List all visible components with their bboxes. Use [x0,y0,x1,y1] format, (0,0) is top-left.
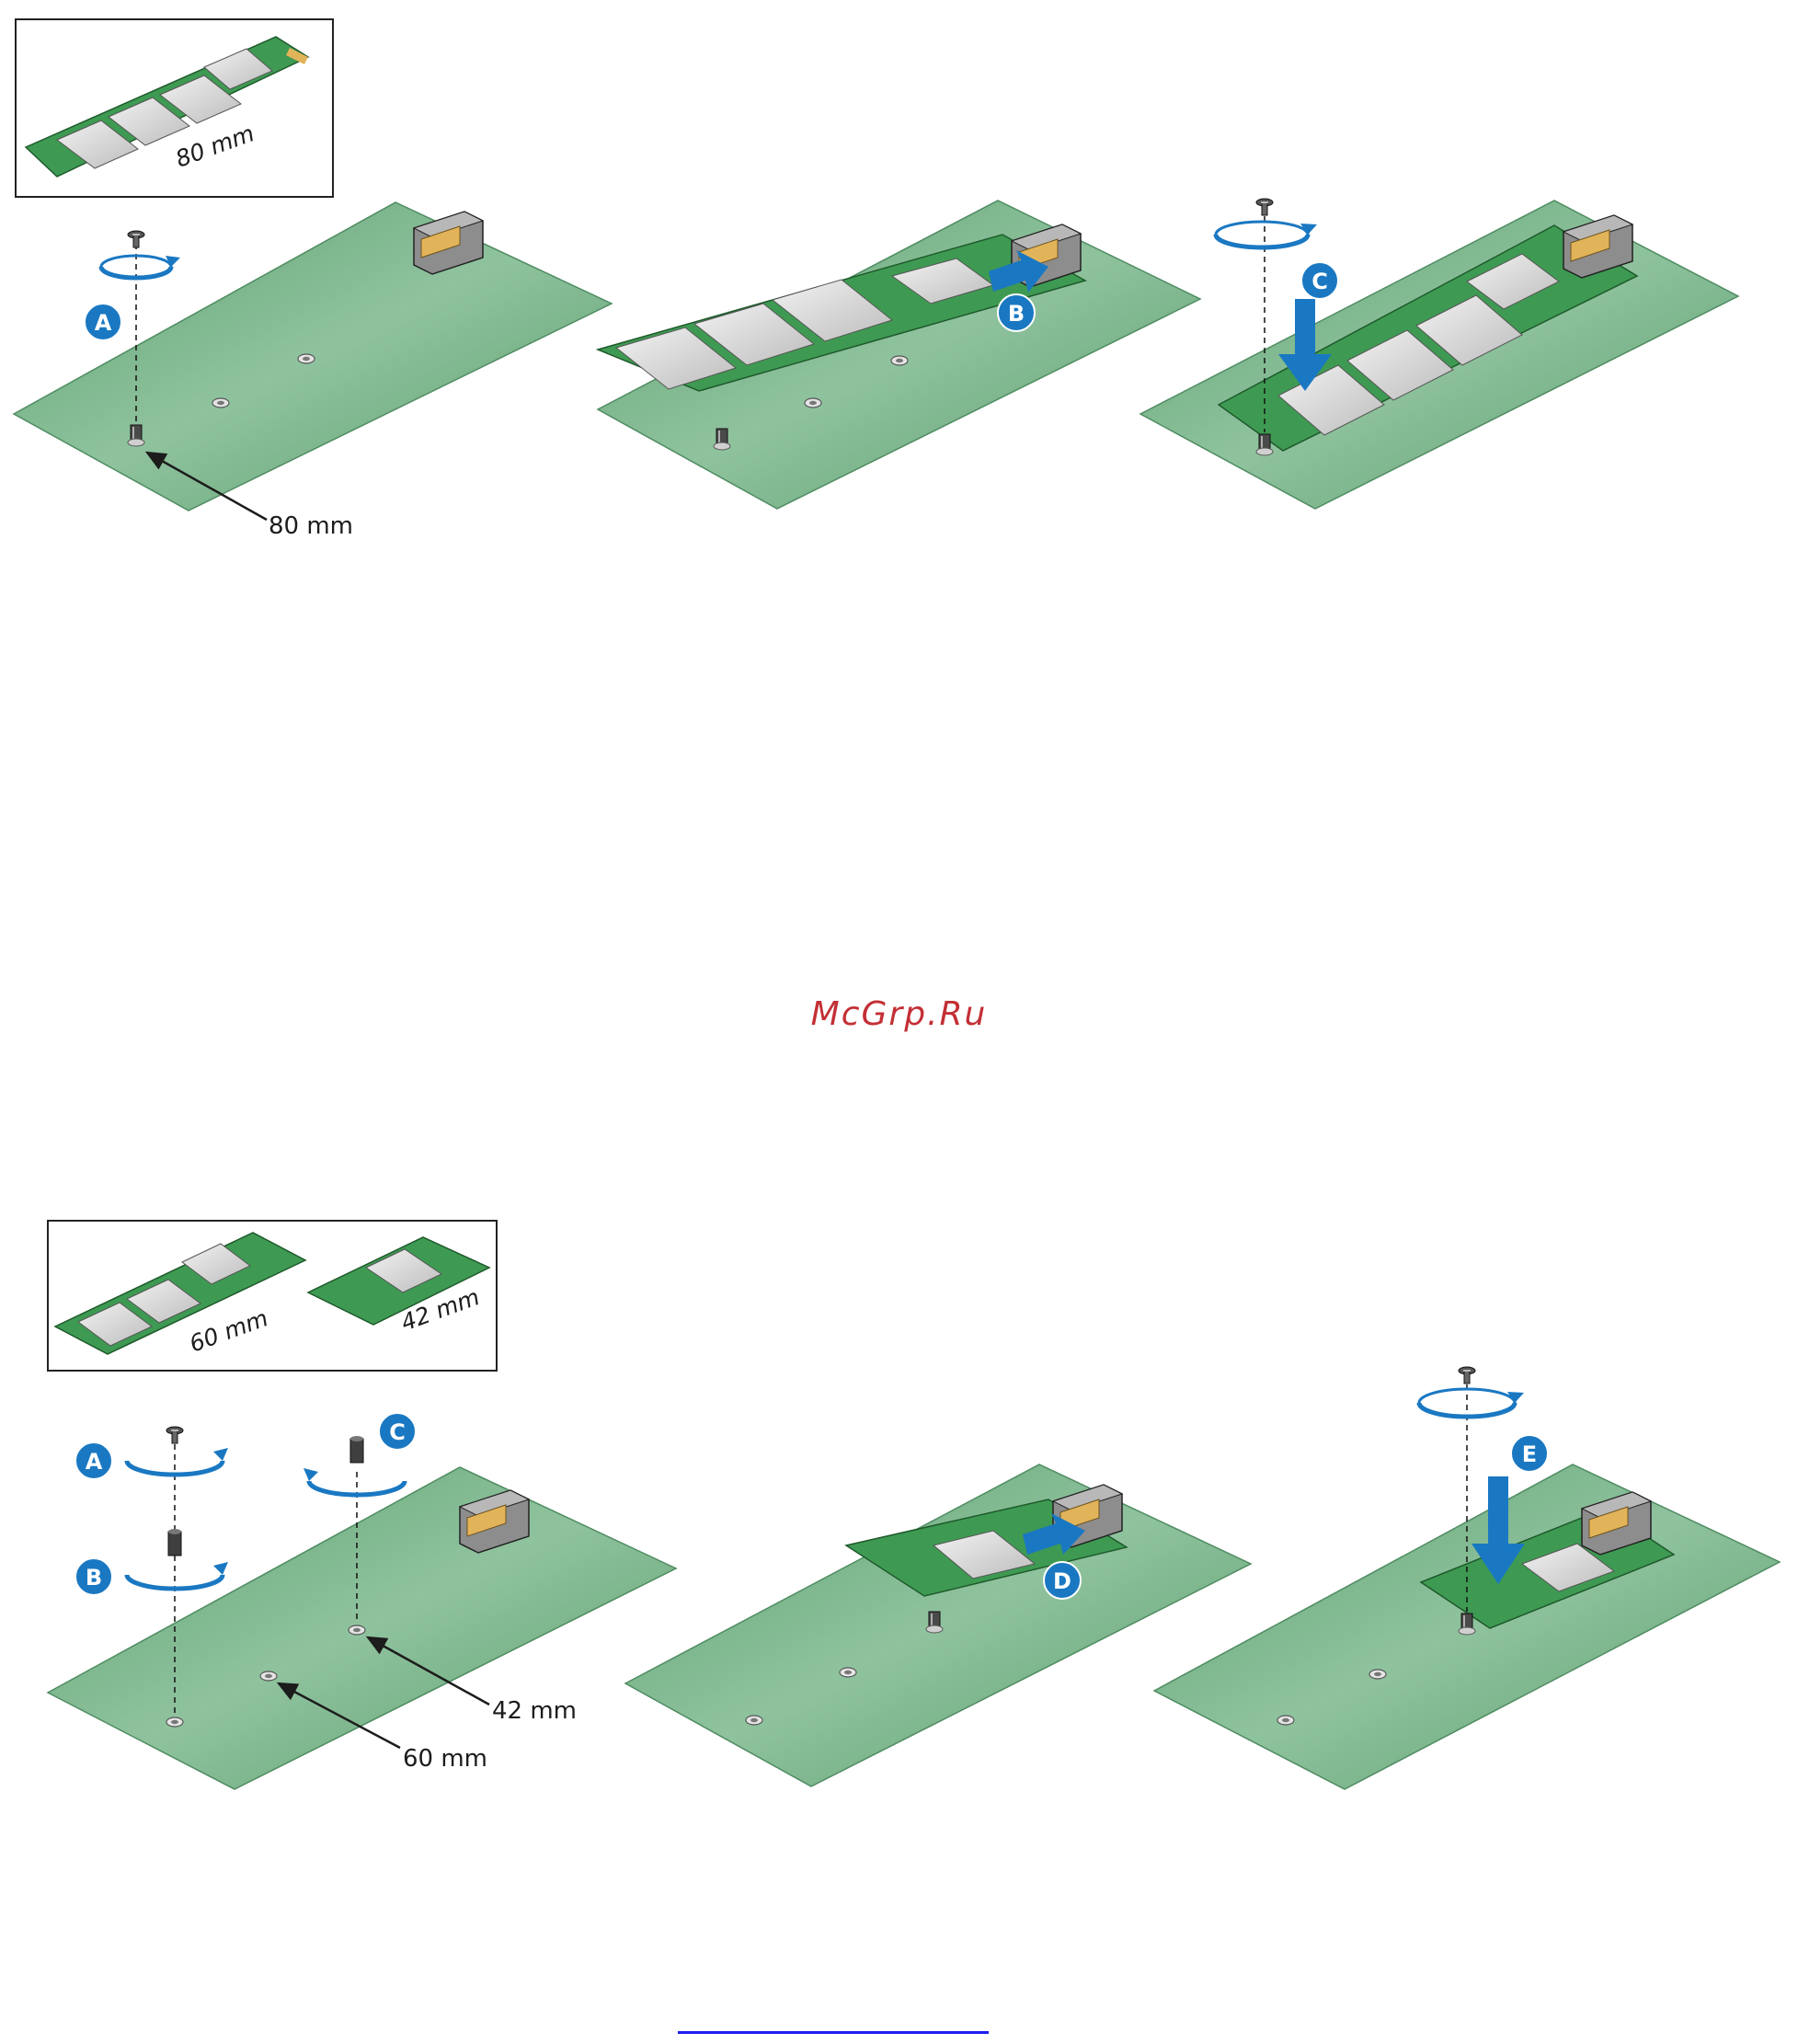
mount-hole [1277,1716,1294,1725]
watermark-text: McGrp.Ru [0,995,1798,1033]
rotate-arrow-icon [101,256,180,278]
mount-hole [746,1716,762,1725]
top-figure: 80 mm A 80 mm [14,19,1738,540]
bottom-figure: 60 mm 42 mm [48,1221,1780,1789]
mount-hole-60mm [260,1671,277,1681]
bottom-panel-2: D [625,1464,1251,1786]
top-panel-3: C [1140,199,1738,509]
step-c-badge: C [379,1413,416,1450]
callout-60mm-label: 60 mm [403,1745,487,1773]
step-d-badge: D [1044,1562,1081,1599]
rotate-arrow-icon [127,1448,228,1475]
svg-text:A: A [86,1449,103,1475]
step-e-badge: E [1511,1435,1548,1472]
standoff [1256,434,1273,455]
svg-text:B: B [86,1565,102,1590]
mount-hole [805,398,821,408]
mount-hole [840,1668,856,1677]
screw [128,231,144,247]
mount-hole-42mm [298,354,315,363]
standoff [714,429,730,450]
mount-hole [891,356,908,365]
standoff [926,1612,943,1633]
screw [1256,199,1273,215]
mount-hole [1369,1670,1386,1679]
svg-text:C: C [1311,269,1328,294]
rotate-arrow-icon [127,1562,228,1589]
callout-80mm-label: 80 mm [269,512,353,540]
footer-link-underline[interactable] [678,2031,989,2034]
bottom-panel-1: A B C 42 mm 60 mm [48,1413,676,1789]
mount-hole-60mm [212,398,229,408]
screw [1459,1367,1475,1384]
step-b-badge: B [998,294,1035,331]
rotate-arrow-icon [1216,222,1317,247]
step-b-badge: B [75,1558,112,1595]
svg-text:D: D [1053,1568,1071,1594]
standoff [1459,1613,1475,1635]
rotate-arrow-icon [1419,1389,1524,1417]
install-standoff [350,1436,363,1463]
svg-text:C: C [389,1419,406,1445]
inset-80mm: 80 mm [16,19,333,197]
top-panel-2: B [598,201,1200,509]
screw [166,1427,183,1443]
standoff [128,425,144,446]
inset-60-42mm: 60 mm 42 mm [48,1221,497,1371]
bottom-panel-3: E [1154,1367,1780,1789]
remove-standoff [168,1529,181,1556]
rotate-arrow-icon [303,1468,405,1495]
svg-text:A: A [95,310,112,336]
svg-text:E: E [1522,1441,1537,1467]
mount-hole-42mm [349,1625,365,1635]
svg-text:B: B [1008,301,1025,327]
step-c-badge: C [1301,262,1338,299]
step-a-badge: A [85,304,121,340]
top-panel-1: A 80 mm [14,202,612,540]
mount-hole-80mm [166,1717,183,1727]
step-a-badge: A [75,1442,112,1479]
callout-42mm-label: 42 mm [492,1697,577,1725]
